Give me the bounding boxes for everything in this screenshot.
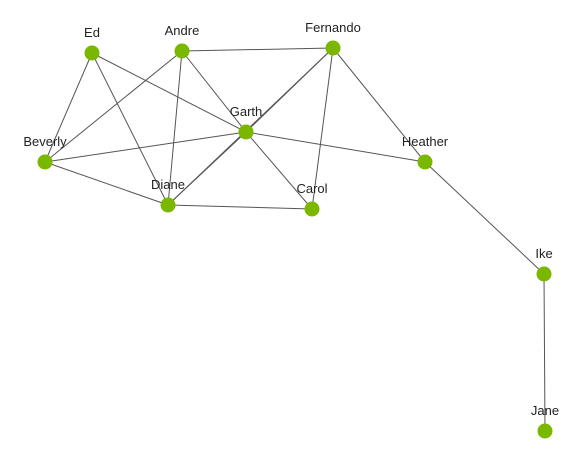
- node-andre[interactable]: [174, 43, 190, 59]
- edge-fernando-heather: [332, 47, 426, 163]
- edge-andre-beverly: [44, 50, 183, 163]
- edge-andre-fernando: [181, 47, 334, 52]
- node-label-fernando: Fernando: [305, 20, 361, 35]
- node-label-ed: Ed: [84, 25, 100, 40]
- node-ed[interactable]: [84, 45, 100, 61]
- edge-andre-diane: [167, 50, 183, 206]
- edge-beverly-diane: [44, 161, 169, 206]
- edge-garth-heather: [245, 131, 426, 163]
- node-label-garth: Garth: [230, 104, 263, 119]
- node-label-ike: Ike: [535, 246, 552, 261]
- node-garth[interactable]: [238, 124, 254, 140]
- edges-layer: [44, 47, 546, 432]
- edge-diane-carol: [167, 204, 313, 210]
- node-label-heather: Heather: [402, 134, 449, 149]
- edge-ed-diane: [91, 52, 169, 206]
- nodes-layer: [37, 40, 553, 439]
- node-label-diane: Diane: [151, 177, 185, 192]
- edge-beverly-garth: [44, 131, 247, 163]
- edge-ike-jane: [543, 273, 546, 432]
- node-diane[interactable]: [160, 197, 176, 213]
- node-label-jane: Jane: [531, 403, 559, 418]
- node-jane[interactable]: [537, 423, 553, 439]
- node-heather[interactable]: [417, 154, 433, 170]
- edge-andre-garth: [181, 50, 247, 133]
- node-carol[interactable]: [304, 201, 320, 217]
- edge-heather-ike: [424, 161, 545, 275]
- node-label-carol: Carol: [296, 181, 327, 196]
- node-ike[interactable]: [536, 266, 552, 282]
- edge-fernando-carol: [311, 47, 334, 210]
- node-label-beverly: Beverly: [23, 134, 67, 149]
- edge-garth-diane: [167, 131, 247, 206]
- edge-ed-garth: [91, 52, 247, 133]
- edge-garth-carol: [245, 131, 313, 210]
- node-fernando[interactable]: [325, 40, 341, 56]
- edge-ed-beverly: [44, 52, 93, 163]
- node-label-andre: Andre: [165, 23, 200, 38]
- node-beverly[interactable]: [37, 154, 53, 170]
